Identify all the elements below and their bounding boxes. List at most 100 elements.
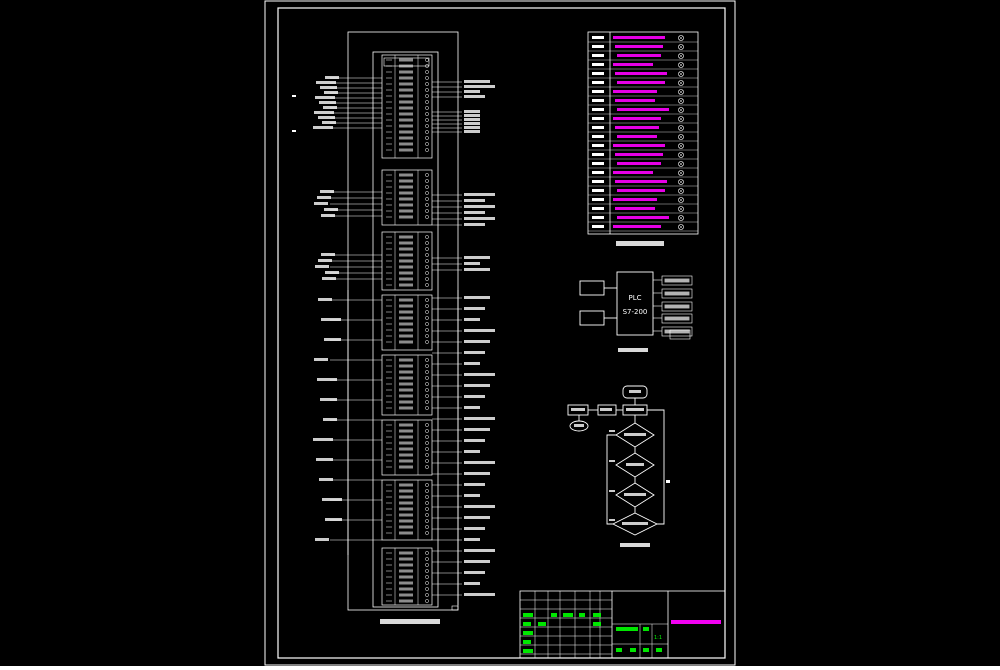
terminal-label (399, 253, 413, 257)
left-wire-label (318, 116, 335, 119)
terminal-point (425, 507, 429, 511)
lamp-description (613, 171, 653, 174)
flowchart-labels (571, 390, 670, 525)
left-wire-label (315, 96, 335, 99)
terminal-point (425, 340, 429, 344)
terminal-point (425, 519, 429, 523)
output-box-label (664, 329, 690, 334)
lamp-table-caption (616, 241, 664, 246)
branch-label (609, 490, 615, 492)
left-wire-label (323, 106, 337, 109)
terminal-label (399, 429, 413, 433)
lamp-cross (679, 162, 683, 166)
terminal-label (399, 209, 413, 213)
lamp-code (592, 153, 604, 156)
right-wire-label (464, 340, 490, 343)
title-block-field (579, 613, 585, 617)
terminal-point (425, 283, 429, 287)
title-block-field (523, 613, 533, 617)
right-wire-label (464, 114, 480, 117)
lamp-description (615, 99, 655, 102)
right-wire-label (464, 122, 480, 125)
lamp-description (615, 72, 667, 75)
lamp-icon (678, 71, 684, 77)
right-wire-label (464, 351, 485, 354)
terminal-point (425, 106, 429, 110)
lamp-description (613, 225, 661, 228)
lamp-cross (679, 225, 683, 229)
plc-box-line2: S7-200 (623, 308, 648, 316)
lamp-cross (679, 135, 683, 139)
terminal-label (399, 203, 413, 207)
terminal-label (399, 364, 413, 368)
terminal-label (399, 94, 413, 98)
terminal-point (425, 587, 429, 591)
terminal-point (425, 358, 429, 362)
lamp-description (617, 54, 661, 57)
lamp-code (592, 198, 604, 201)
right-wire-label (464, 80, 490, 83)
lamp-icon (678, 62, 684, 68)
terminal-label (399, 148, 413, 152)
right-wire-label (464, 384, 490, 387)
rack-module (381, 294, 433, 351)
control-flowchart (567, 385, 665, 536)
terminal-label (399, 118, 413, 122)
terminal-point (425, 112, 429, 116)
lamp-icon (678, 125, 684, 131)
terminal-point (425, 82, 429, 86)
left-wire-label (324, 338, 341, 341)
right-wire-label (464, 494, 480, 497)
terminal-point (425, 322, 429, 326)
terminal-label (399, 483, 413, 487)
left-wire-label (319, 101, 336, 104)
terminal-label (399, 88, 413, 92)
right-wire-label (464, 223, 485, 226)
title-block-field (523, 631, 533, 635)
plc-diagram-caption (618, 348, 648, 352)
terminal-label (399, 447, 413, 451)
lamp-cross (679, 153, 683, 157)
left-wire-label (322, 498, 342, 501)
terminal-label (399, 76, 413, 80)
lamp-cross (679, 63, 683, 67)
terminal-label (399, 587, 413, 591)
lamp-description (615, 45, 663, 48)
lamp-code (592, 135, 604, 138)
terminal-label (399, 382, 413, 386)
output-box (669, 329, 691, 340)
terminal-label (399, 82, 413, 86)
lamp-cross (679, 171, 683, 175)
output-box-label (664, 316, 690, 321)
lamp-icon (678, 53, 684, 59)
lamp-description (615, 180, 667, 183)
terminal-label (399, 191, 413, 195)
lamp-code (592, 189, 604, 192)
lamp-icon (678, 35, 684, 41)
terminal-point (425, 277, 429, 281)
lamp-code (592, 54, 604, 57)
terminal-label (399, 406, 413, 410)
rack-module (381, 54, 433, 159)
right-wire-label (464, 428, 490, 431)
rack-module (381, 169, 433, 226)
flowchart-text (622, 522, 648, 525)
output-box (661, 275, 693, 286)
branch-label (609, 519, 615, 521)
branch-label (609, 430, 615, 432)
terminal-label (399, 298, 413, 302)
lamp-cross (679, 36, 683, 40)
terminal-label (399, 459, 413, 463)
terminal-point (425, 429, 429, 433)
lamp-description (615, 126, 659, 129)
right-wire-label (464, 85, 495, 88)
terminal-point (425, 376, 429, 380)
title-block-field (616, 648, 622, 652)
terminal-point (425, 388, 429, 392)
terminal-label (399, 271, 413, 275)
terminal-label (399, 453, 413, 457)
lamp-icon (678, 188, 684, 194)
ground-terminal (451, 605, 459, 611)
